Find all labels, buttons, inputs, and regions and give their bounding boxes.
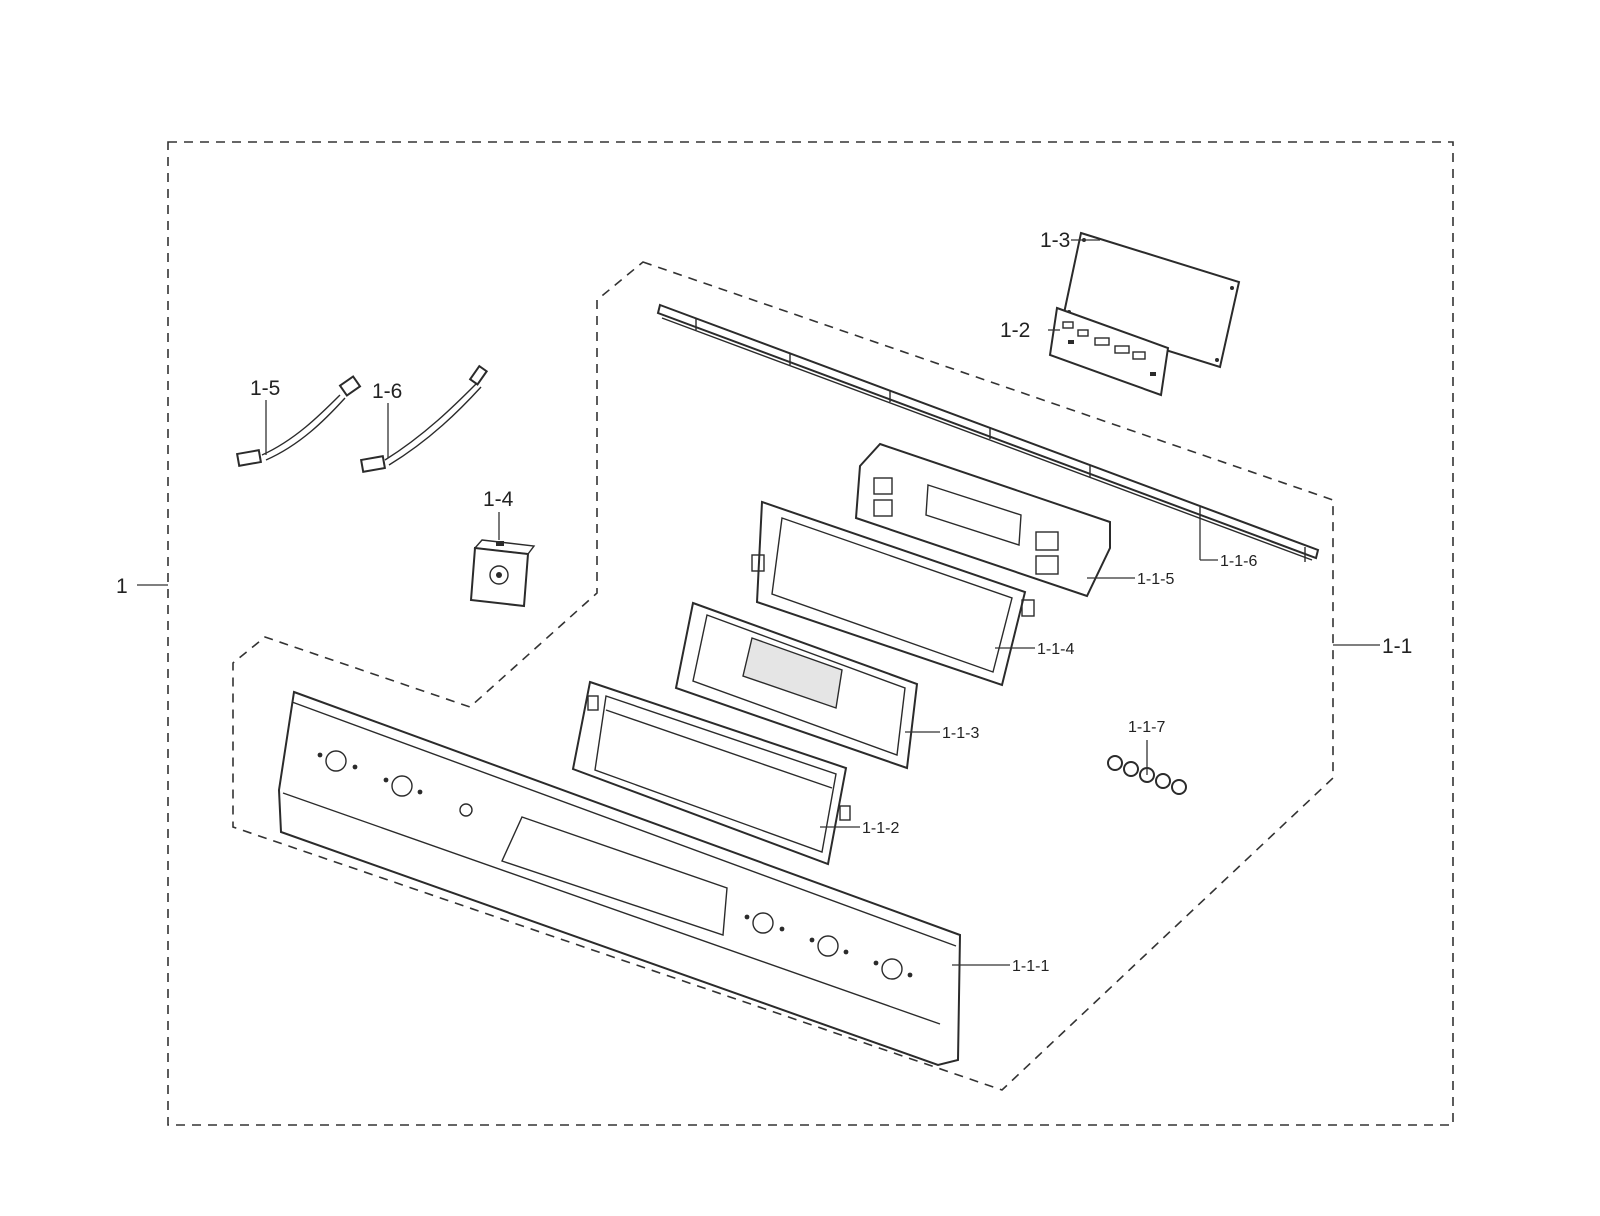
label-1: 1 [116, 575, 128, 598]
part-1-4-switch [469, 539, 536, 608]
assembly-boundary [167, 141, 1454, 1126]
label-1-4: 1-4 [483, 488, 514, 511]
part-1-1-3-window [674, 601, 919, 770]
label-1-1-4: 1-1-4 [1037, 641, 1074, 658]
label-1-1-6: 1-1-6 [1220, 553, 1257, 570]
leader-lines [137, 239, 1380, 966]
label-1-2: 1-2 [1000, 319, 1030, 342]
part-1-5-harness [235, 375, 362, 467]
part-1-1-6-rail [656, 303, 1320, 562]
part-1-1-4-frame [751, 500, 1035, 687]
sub-assembly-boundary [232, 261, 1334, 1091]
part-1-1-5-bracket [854, 442, 1111, 598]
part-1-1-2-holder [571, 680, 851, 866]
part-1-2-pcb [1048, 306, 1170, 397]
label-1-6: 1-6 [372, 380, 402, 403]
label-1-1-5: 1-1-5 [1137, 571, 1174, 588]
label-1-1-2: 1-1-2 [862, 820, 899, 837]
label-1-5: 1-5 [250, 377, 280, 400]
part-1-6-harness [359, 364, 489, 473]
label-1-1-3: 1-1-3 [942, 725, 979, 742]
part-1-1-7-screws [1107, 755, 1187, 795]
part-1-1-1-control-panel [277, 690, 962, 1067]
label-1-1-7: 1-1-7 [1128, 719, 1165, 736]
label-1-3: 1-3 [1040, 229, 1070, 252]
label-1-1-1: 1-1-1 [1012, 958, 1049, 975]
label-1-1: 1-1 [1382, 635, 1412, 658]
